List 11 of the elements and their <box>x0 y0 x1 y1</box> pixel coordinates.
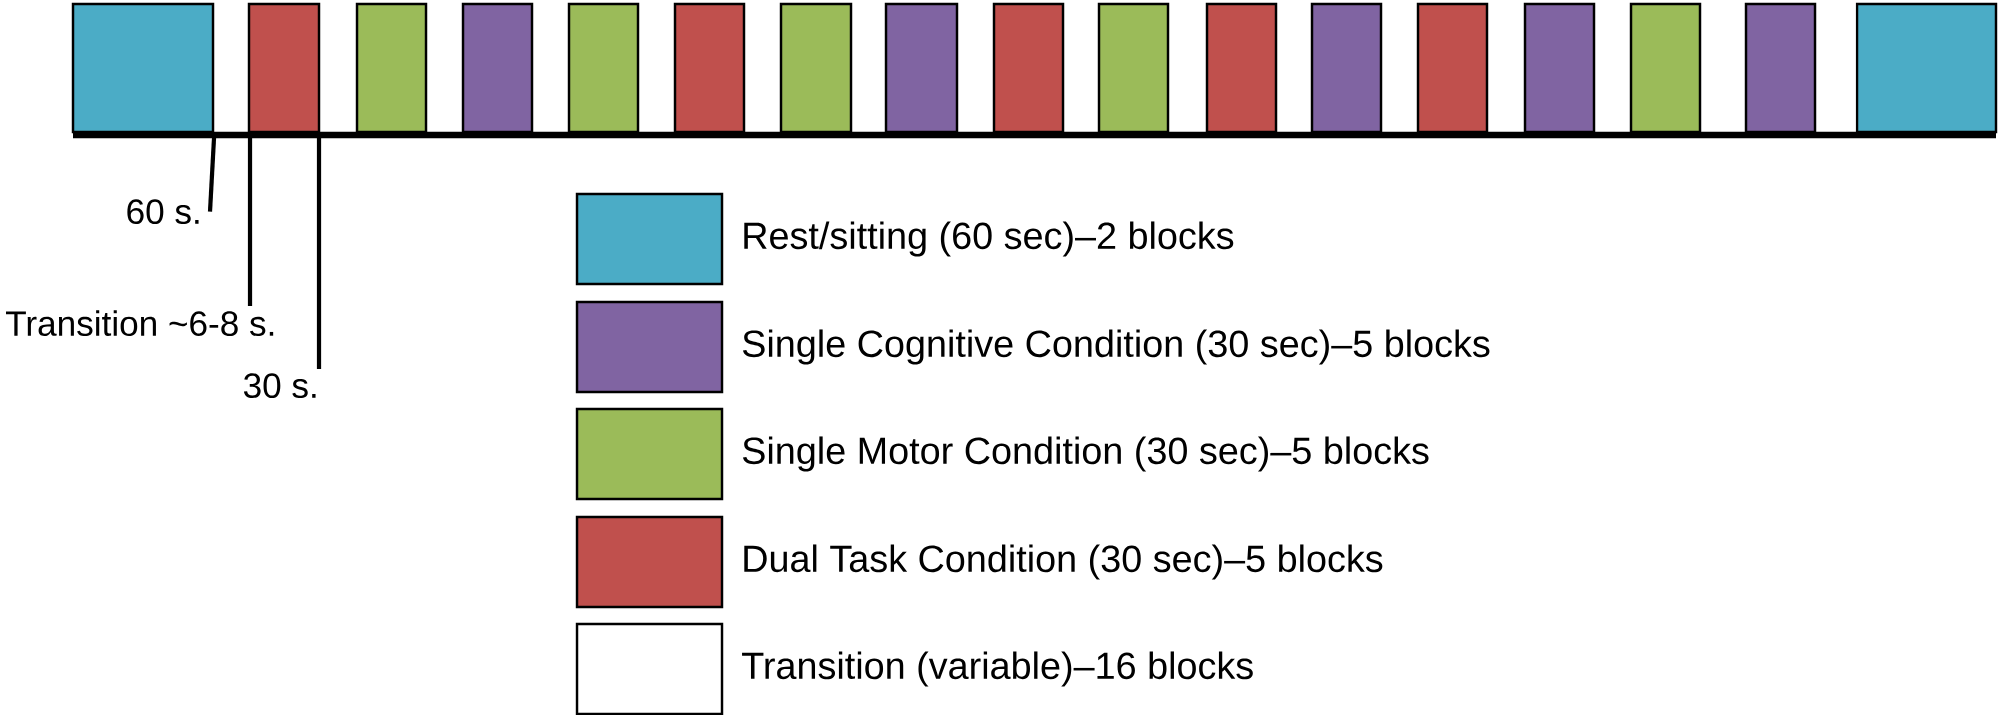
duration-label: 30 s. <box>243 373 316 399</box>
duration-label: 60 s. <box>127 199 199 225</box>
legend-text: Single Motor Condition (30 sec)–5 blocks <box>742 436 1429 472</box>
leader-line <box>316 138 322 369</box>
duration-label: Transition ~6-8 s. <box>6 310 274 337</box>
legend-text: Dual Task Condition (30 sec)–5 blocks <box>744 544 1383 580</box>
leader-line <box>247 138 253 306</box>
leader-line <box>207 137 217 212</box>
legend-text: Transition (variable)–16 blocks <box>742 651 1253 687</box>
legend-text: Rest/sitting (60 sec)–2 blocks <box>744 221 1234 257</box>
legend-text: Single Cognitive Condition (30 sec)–5 blocks <box>742 329 1490 365</box>
